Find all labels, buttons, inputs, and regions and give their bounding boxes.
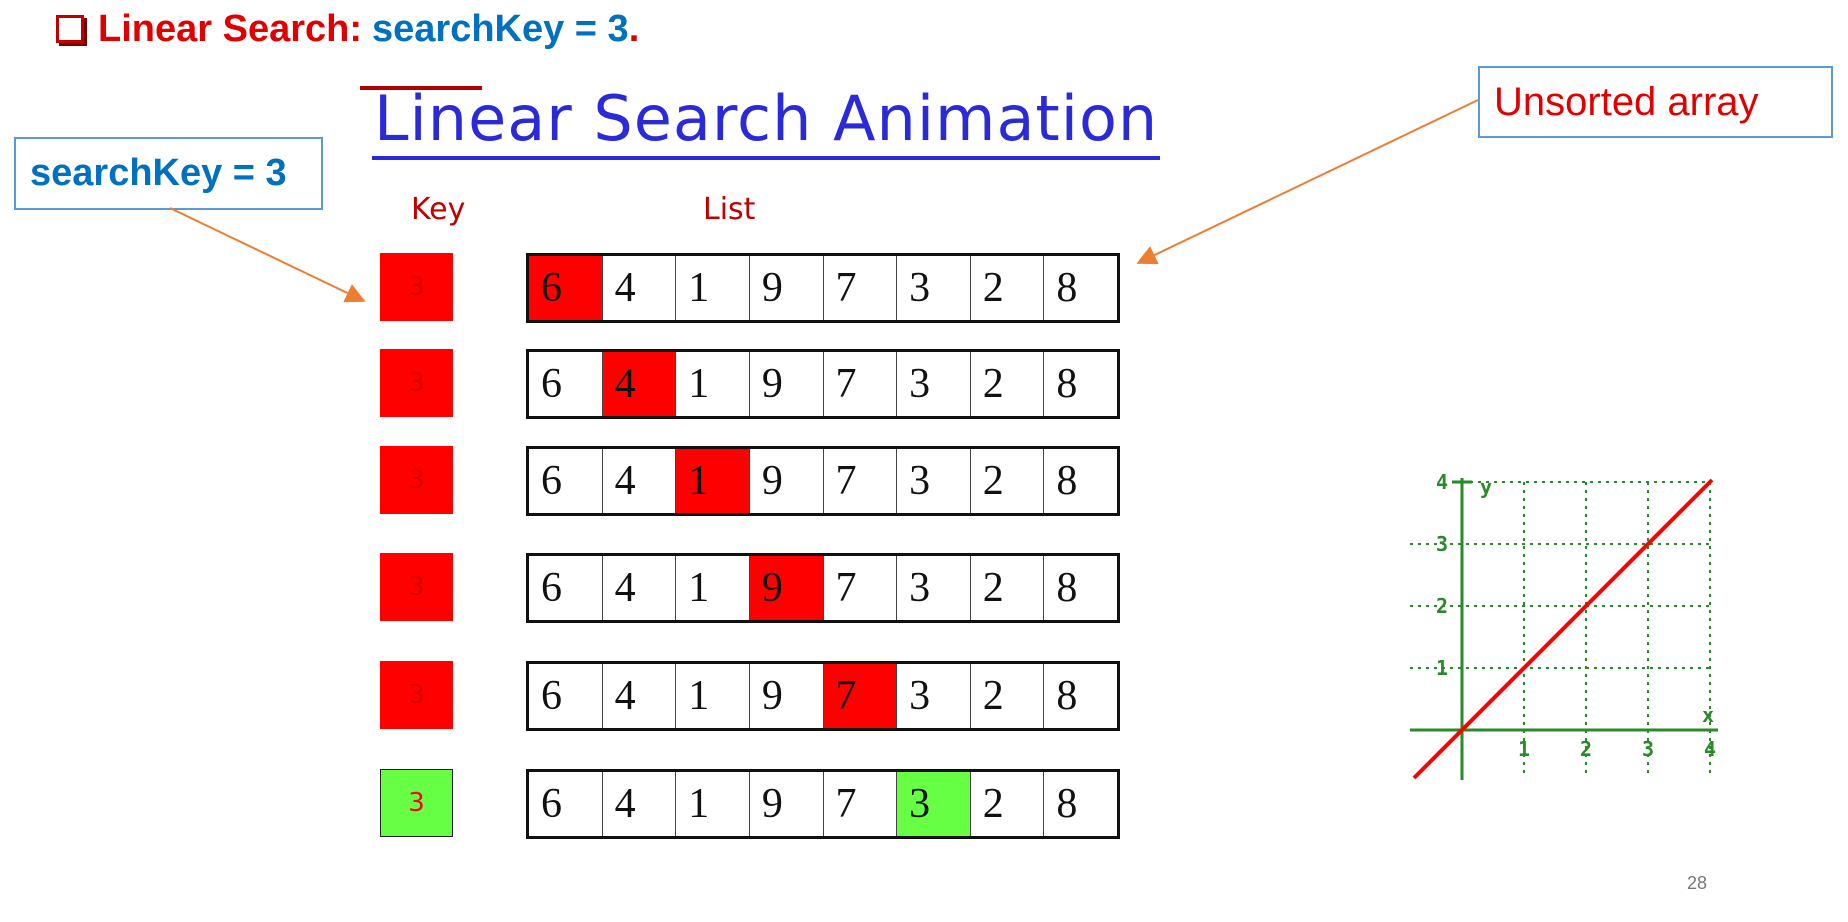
list-cell: 6 <box>529 772 603 836</box>
list-cell: 4 <box>603 256 677 320</box>
animation-title: Linear Search Animation <box>372 86 1161 160</box>
list-cell: 9 <box>750 449 824 513</box>
list-cell: 8 <box>1056 781 1078 827</box>
list-cell: 7 <box>824 352 898 416</box>
list-cell: 9 <box>749 556 824 620</box>
graph-y-label: y <box>1480 475 1492 499</box>
list-cell: 6 <box>529 664 603 728</box>
slide-heading: Linear Search: searchKey = 3 . <box>56 4 639 54</box>
graph-y-tick: 3 <box>1436 532 1448 556</box>
list-cell: 1 <box>676 664 750 728</box>
list-cell: 6 <box>529 449 603 513</box>
list-cell: 2 <box>971 449 1045 513</box>
list-cell: 2 <box>971 556 1045 620</box>
list-cell: 2 <box>971 772 1045 836</box>
list-cell: 9 <box>750 772 824 836</box>
heading-search-key: searchKey = 3 <box>372 7 629 50</box>
list-cell: 8 <box>1056 673 1078 719</box>
list-cell: 7 <box>824 256 898 320</box>
key-box: 3 <box>380 253 453 321</box>
list-cell: 9 <box>750 256 824 320</box>
list-cell: 1 <box>676 772 750 836</box>
list-cell: 8 <box>1056 265 1078 311</box>
list-cell: 7 <box>824 556 898 620</box>
graph-line <box>1412 478 1714 780</box>
list-cell: 4 <box>602 352 677 416</box>
list-cell: 4 <box>603 664 677 728</box>
list-cell: 4 <box>603 772 677 836</box>
key-box: 3 <box>380 769 453 837</box>
list-cell: 2 <box>971 664 1045 728</box>
search-key-callout: searchKey = 3 <box>14 137 323 210</box>
heading-label: Linear Search: <box>98 7 362 50</box>
list-cell: 6 <box>529 352 603 416</box>
key-box: 3 <box>380 553 453 621</box>
list-cell: 2 <box>971 256 1045 320</box>
graph-x-tick: 4 <box>1704 737 1716 761</box>
list-cell: 9 <box>750 352 824 416</box>
graph-y-tick: 1 <box>1436 656 1448 680</box>
list-cell: 3 <box>897 352 971 416</box>
page-number: 28 <box>1687 873 1708 893</box>
key-callout-arrow <box>169 207 366 303</box>
list-cell: 3 <box>897 449 971 513</box>
list-cell: 4 <box>603 556 677 620</box>
list-cell: 1 <box>676 352 750 416</box>
key-box: 3 <box>380 349 453 417</box>
list-cell: 8 <box>1056 361 1078 407</box>
unsorted-array-callout: Unsorted array <box>1478 66 1833 138</box>
graph-x-tick: 1 <box>1518 737 1530 761</box>
list-cell: 1 <box>676 449 750 513</box>
graph-y-tick: 4 <box>1436 470 1448 494</box>
list-cell: 8 <box>1056 458 1078 504</box>
list-cell: 9 <box>750 664 824 728</box>
title-decoration <box>360 86 482 90</box>
list-cell: 2 <box>971 352 1045 416</box>
unsorted-callout-arrow <box>1136 99 1479 265</box>
list-cell: 1 <box>676 256 750 320</box>
list-cell: 4 <box>603 449 677 513</box>
list-cell: 7 <box>824 772 898 836</box>
list-cell: 3 <box>897 556 971 620</box>
heading-period: . <box>628 7 640 50</box>
graph-x-tick: 3 <box>1642 737 1654 761</box>
list-cell: 6 <box>529 256 603 320</box>
graph-x-label: x <box>1702 703 1714 727</box>
list-cell: 7 <box>823 664 898 728</box>
list-cell: 1 <box>676 556 750 620</box>
list-column-label: List <box>703 192 756 227</box>
list-cell: 3 <box>897 772 971 836</box>
key-column-label: Key <box>411 192 466 227</box>
list-cell: 3 <box>897 256 971 320</box>
list-cell: 8 <box>1056 565 1078 611</box>
checkbox-bullet-icon <box>56 15 84 43</box>
linear-graph: y x 1 2 3 4 1 2 3 4 <box>1410 470 1718 780</box>
graph-x-tick: 2 <box>1580 737 1592 761</box>
key-box: 3 <box>380 661 453 729</box>
key-box: 3 <box>380 446 453 514</box>
list-cell: 7 <box>824 449 898 513</box>
list-cell: 3 <box>897 664 971 728</box>
graph-y-tick: 2 <box>1436 594 1448 618</box>
list-cell: 6 <box>529 556 603 620</box>
